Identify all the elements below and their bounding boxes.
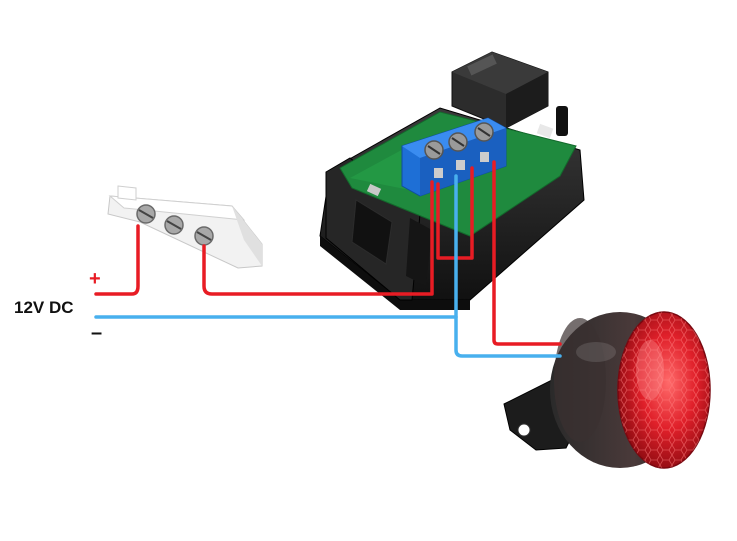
screw-terminal-3 — [194, 226, 214, 246]
voltage-label: 12V DC — [14, 298, 74, 317]
relay-screw-1 — [424, 140, 444, 160]
siren — [503, 311, 711, 469]
relay-screw-terminal — [401, 117, 507, 197]
relay-screw-3 — [474, 122, 494, 142]
wire-positive-siren — [492, 160, 562, 346]
screw-terminal-2 — [164, 215, 184, 235]
negative-label: – — [91, 322, 103, 344]
positive-label: + — [89, 268, 101, 290]
terminal-block — [107, 185, 263, 269]
screw-terminal-1 — [136, 204, 156, 224]
relay-screw-2 — [448, 132, 468, 152]
wire-positive-supply — [94, 224, 140, 296]
wire-negative — [94, 174, 562, 358]
controller-module — [319, 51, 585, 310]
relay — [451, 51, 568, 136]
